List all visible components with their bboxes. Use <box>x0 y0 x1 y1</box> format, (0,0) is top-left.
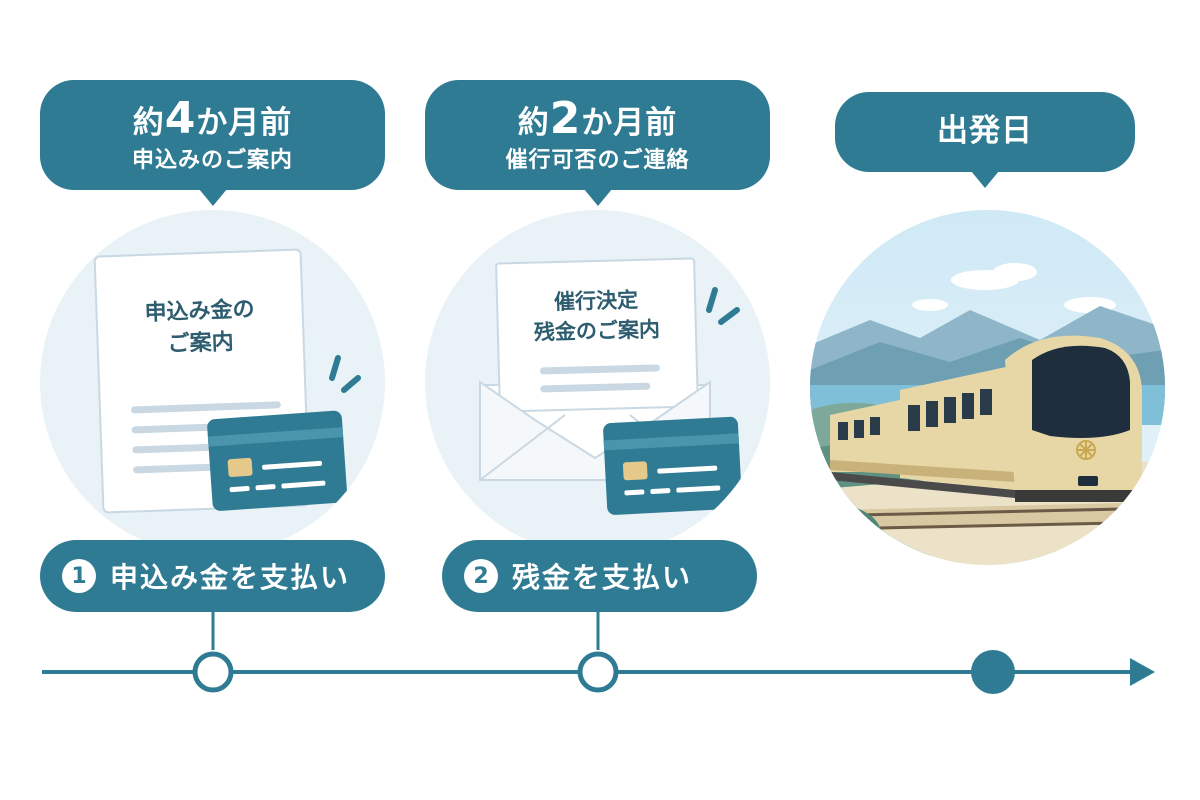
illustration-confirmation: 催行決定 残金のご案内 <box>425 210 770 555</box>
departure-title: 出発日 <box>937 113 1033 150</box>
step-number-1: 1 <box>62 559 96 593</box>
timing-bubble-1: 約4か月前 申込みのご案内 <box>40 80 385 206</box>
action-label-1: 申込み金を支払い <box>110 561 351 594</box>
timing-bubble-2: 約2か月前 催行可否のご連絡 <box>425 80 770 206</box>
timing-title-1: 約4か月前 <box>132 93 293 145</box>
action-pill-2: 2 残金を支払い <box>442 540 757 612</box>
milestone-node-1 <box>192 651 234 693</box>
timing-caption-1: 申込みのご案内 <box>131 148 293 173</box>
timing-caption-2: 催行可否のご連絡 <box>505 148 690 173</box>
milestone-node-2 <box>577 651 619 693</box>
train-icon <box>810 210 1165 565</box>
departure-bubble: 出発日 <box>835 92 1135 188</box>
arrow-head-icon <box>1130 658 1155 686</box>
action-pill-1: 1 申込み金を支払い <box>40 540 385 612</box>
action-label-2: 残金を支払い <box>512 561 693 594</box>
illustration-departure <box>810 210 1165 565</box>
step-number-2: 2 <box>464 559 498 593</box>
timing-title-2: 約2か月前 <box>517 93 678 145</box>
milestone-node-departure <box>971 650 1015 694</box>
envelope-front <box>479 287 742 515</box>
credit-card-icon <box>207 355 361 511</box>
illustration-application: 申込み金の ご案内 <box>40 210 385 555</box>
